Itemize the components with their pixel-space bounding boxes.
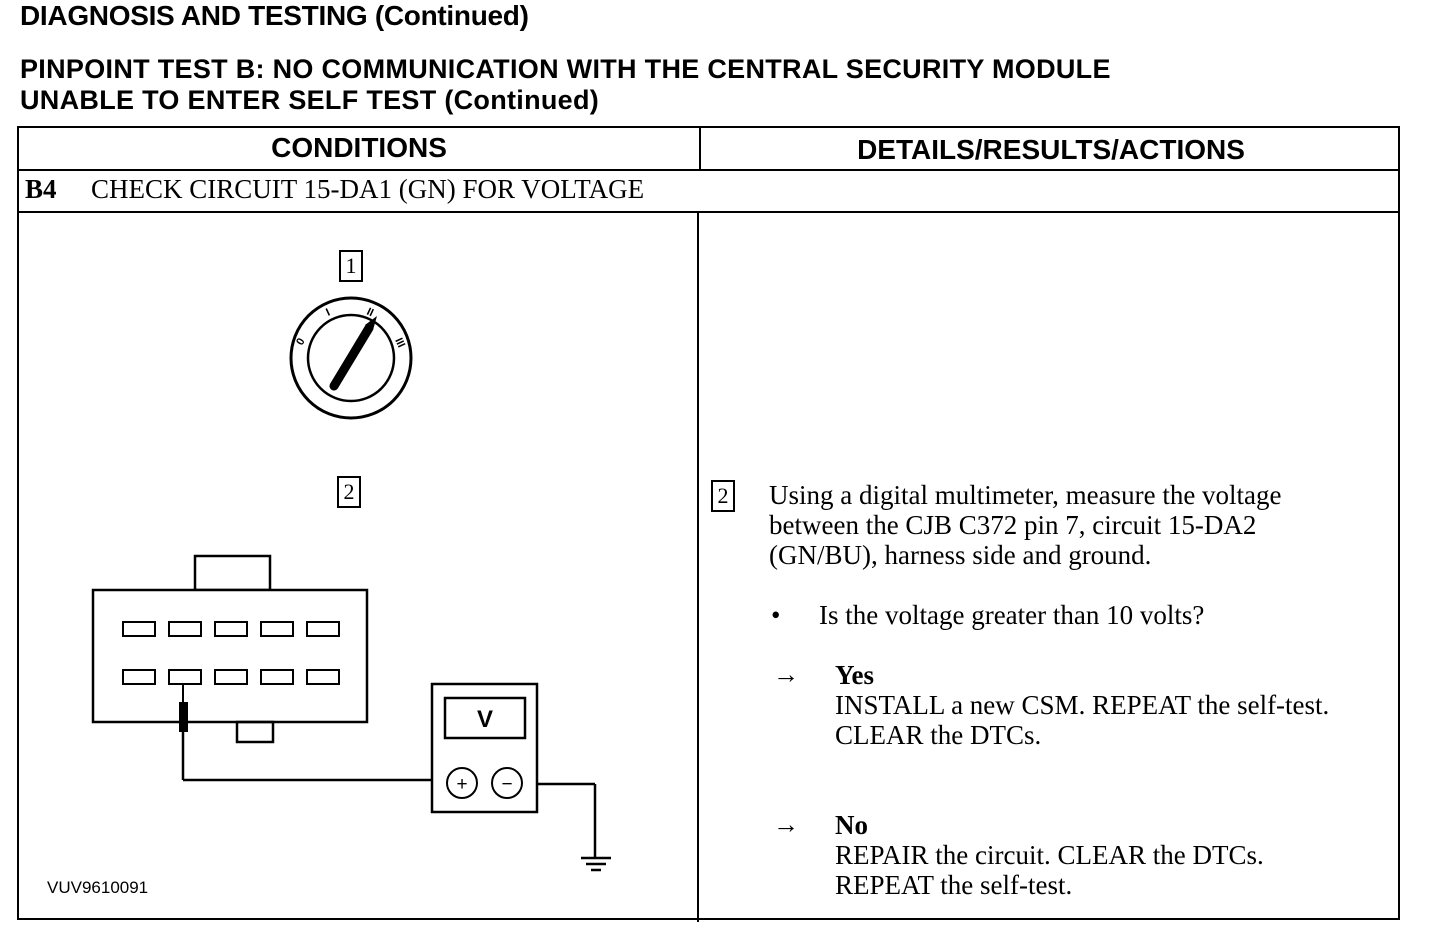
yes-action: INSTALL a new CSM. REPEAT the self-test.…	[835, 690, 1330, 750]
figure-id: VUV9610091	[47, 878, 149, 897]
position-II: II	[365, 306, 376, 319]
bullet: •	[771, 600, 781, 630]
minus-terminal: −	[501, 774, 512, 795]
position-0: 0	[294, 336, 307, 347]
question-text: Is the voltage greater than 10 volts?	[819, 600, 1205, 630]
no-action: REPAIR the circuit. CLEAR the DTCs. REPE…	[835, 840, 1264, 900]
meter-label: V	[477, 706, 493, 733]
header-separator	[19, 169, 1398, 171]
wiring-diagram: 0 I II III	[91, 296, 611, 872]
details-callout-2: 2	[711, 480, 735, 512]
step-title: CHECK CIRCUIT 15-DA1 (GN) FOR VOLTAGE	[91, 174, 645, 204]
header-conditions: CONDITIONS	[271, 132, 447, 163]
test-title: PINPOINT TEST B: NO COMMUNICATION WITH T…	[20, 54, 1111, 116]
test-title-line-2: UNABLE TO ENTER SELF TEST (Continued)	[20, 85, 600, 115]
header-divider	[699, 128, 701, 170]
position-I: I	[324, 307, 332, 319]
callout-1: 1	[339, 250, 363, 282]
arrow-yes-icon: →	[773, 660, 799, 689]
column-divider	[697, 212, 699, 922]
callout-2: 2	[337, 476, 361, 508]
instruction-text: Using a digital multimeter, measure the …	[769, 480, 1282, 570]
connector-icon	[91, 554, 369, 744]
multimeter-icon: V + −	[430, 682, 539, 814]
header-details: DETAILS/RESULTS/ACTIONS	[857, 134, 1245, 165]
step-row: B4 CHECK CIRCUIT 15-DA1 (GN) FOR VOLTAGE	[25, 174, 644, 205]
page-title: DIAGNOSIS AND TESTING (Continued)	[20, 0, 529, 31]
yes-label: Yes	[835, 660, 874, 690]
pinpoint-test-table: CONDITIONS DETAILS/RESULTS/ACTIONS B4 CHE…	[17, 126, 1400, 922]
ignition-switch-icon: 0 I II III	[289, 296, 413, 420]
position-III: III	[392, 336, 407, 349]
step-id: B4	[25, 174, 57, 204]
step-separator	[19, 211, 1398, 213]
test-title-line-1: PINPOINT TEST B: NO COMMUNICATION WITH T…	[20, 54, 1111, 84]
result-yes: Yes INSTALL a new CSM. REPEAT the self-t…	[835, 660, 1355, 750]
arrow-no-icon: →	[773, 810, 799, 839]
plus-terminal: +	[456, 774, 467, 795]
result-no: No REPAIR the circuit. CLEAR the DTCs. R…	[835, 810, 1355, 900]
no-label: No	[835, 810, 868, 840]
ground-icon	[581, 856, 611, 872]
